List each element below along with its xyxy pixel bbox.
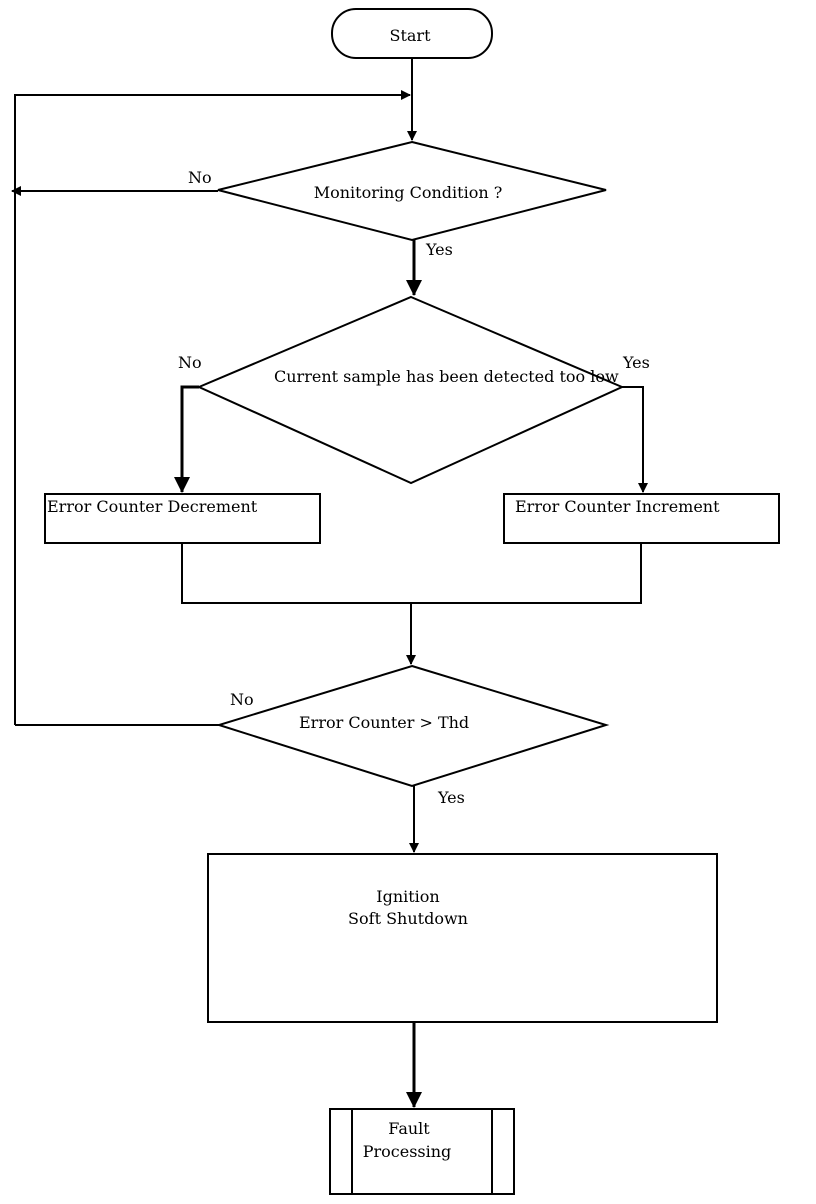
connector-sample-no — [174, 385, 199, 493]
start-terminator — [331, 8, 493, 59]
monitoring-condition-decision — [217, 140, 607, 242]
error-threshold-label: Error Counter > Thd — [299, 713, 469, 732]
error-threshold-decision — [215, 664, 610, 788]
soft-shutdown-label: Soft Shutdown — [348, 909, 468, 928]
error-counter-decrement-box — [44, 493, 321, 544]
connector-loop-return-top — [14, 90, 411, 725]
error-counter-increment-label: Error Counter Increment — [515, 497, 720, 516]
processing-label: Processing — [363, 1142, 452, 1161]
ignition-soft-shutdown-box — [207, 853, 718, 1023]
connector-sample-yes — [622, 386, 648, 493]
error-counter-increment-box — [503, 493, 780, 544]
sample-too-low-decision — [196, 295, 625, 485]
fault-label: Fault — [388, 1119, 430, 1138]
threshold-yes-label: Yes — [437, 788, 465, 807]
threshold-no-label: No — [230, 690, 254, 709]
start-label: Start — [389, 26, 431, 45]
sample-no-label: No — [178, 353, 202, 372]
error-counter-decrement-label: Error Counter Decrement — [47, 497, 258, 516]
monitoring-yes-label: Yes — [425, 240, 453, 259]
monitoring-no-label: No — [188, 168, 212, 187]
monitoring-condition-label: Monitoring Condition ? — [314, 183, 503, 202]
connector-merge — [181, 543, 642, 604]
sample-too-low-label: Current sample has been detected too low — [274, 367, 619, 386]
ignition-label: Ignition — [376, 887, 439, 906]
sample-yes-label: Yes — [622, 353, 650, 372]
fault-processing-box — [329, 1108, 515, 1195]
